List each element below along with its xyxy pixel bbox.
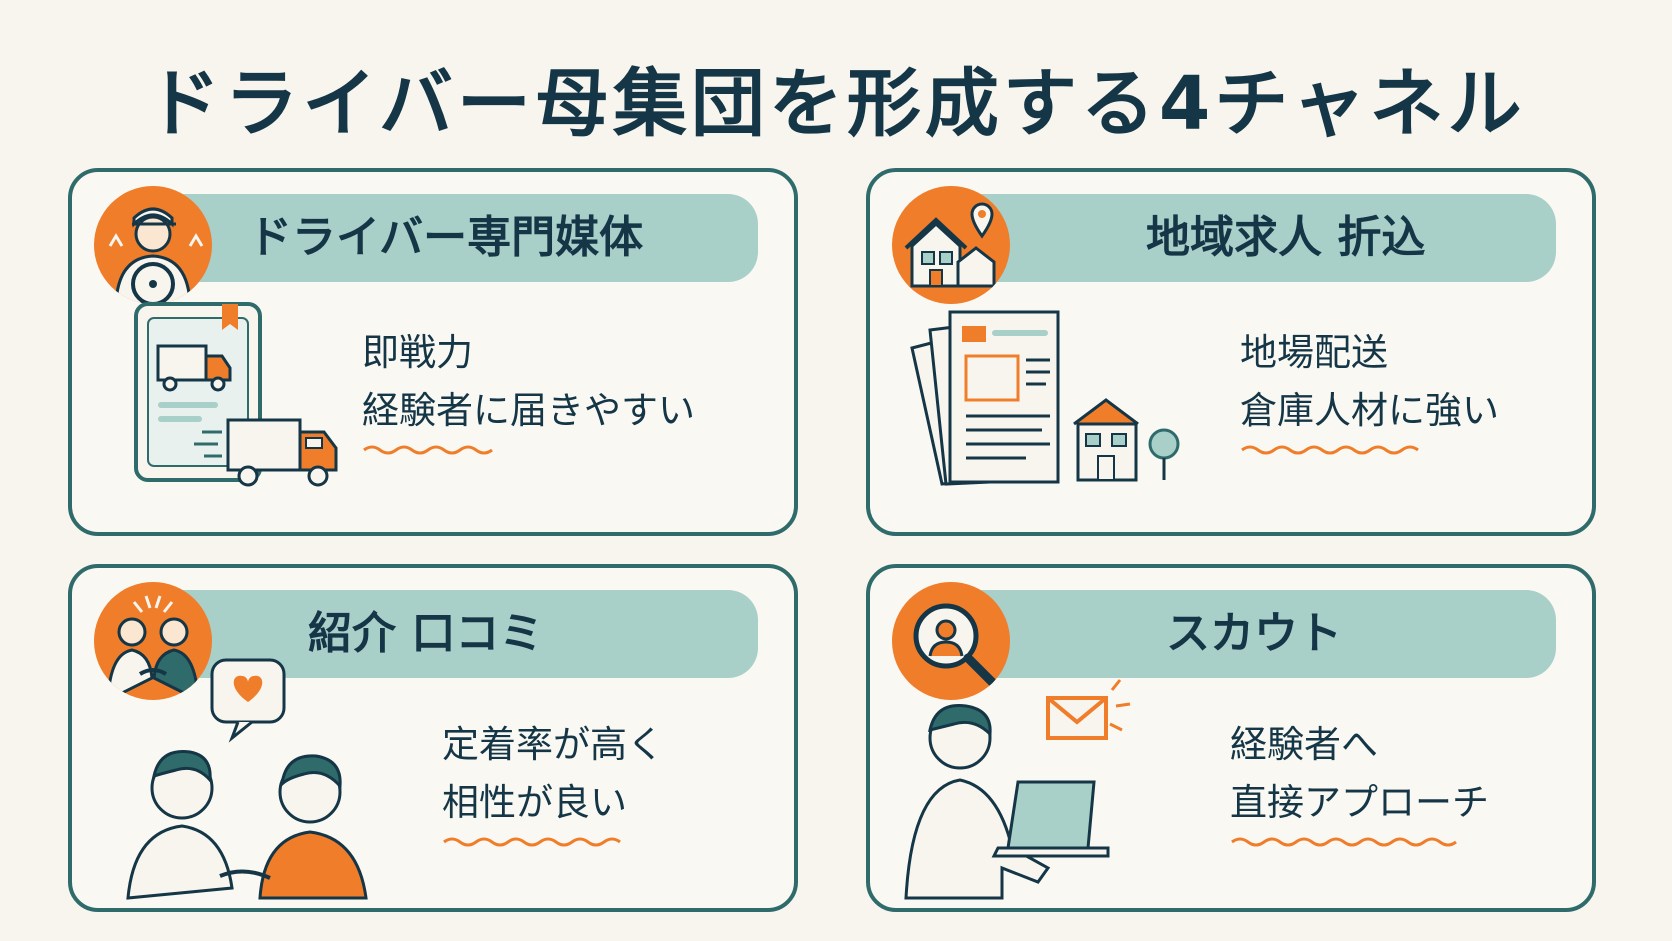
description-line: 即戦力 [362,331,473,374]
channel-card-local-ads: 地域求人 折込 [866,168,1596,536]
driver-icon [94,186,212,304]
description-line: 経験者へ [1230,723,1378,766]
wavy-underline-icon [443,837,621,847]
channel-description: 即戦力 経験者に届きやすい [362,324,695,456]
description-line: 地場配送 [1240,331,1388,374]
channel-description: 経験者へ 直接アプローチ [1230,716,1489,848]
laptop-mail-icon [898,672,1168,902]
description-line: 相性が良い [442,781,627,824]
house-location-icon [892,186,1010,304]
page-title: ドライバー母集団を形成する4チャネル [146,61,1526,147]
channel-banner: スカウト [956,590,1556,678]
channel-card-driver-media: ドライバー専門媒体 [68,168,798,536]
description-line: 経験者に届きやすい [362,389,695,432]
magnifier-person-icon [892,582,1010,700]
channel-card-referral: 紹介 口コミ [68,564,798,912]
conversation-heart-icon [120,652,380,902]
description-line: 倉庫人材に強い [1240,389,1499,432]
handshake-people-icon [94,582,212,700]
wavy-underline-icon [363,445,493,455]
wavy-underline-icon [1241,445,1419,455]
channel-card-scout: スカウト 経験者へ 直接アプローチ [866,564,1596,912]
channel-title: 地域求人 折込 [1146,212,1426,263]
wavy-underline-icon [1231,837,1457,847]
description-line: 定着率が高く [442,723,664,766]
description-line: 直接アプローチ [1230,781,1489,824]
channel-description: 定着率が高く 相性が良い [442,716,664,848]
channel-title: スカウト [1166,608,1342,659]
tablet-truck-icon [132,300,352,500]
channel-banner: 地域求人 折込 [956,194,1556,282]
channel-title: 紹介 口コミ [308,608,544,659]
newspaper-house-icon [906,308,1206,488]
channel-banner: ドライバー専門媒体 [158,194,758,282]
channel-title: ドライバー専門媒体 [248,212,644,263]
channel-description: 地場配送 倉庫人材に強い [1240,324,1499,456]
